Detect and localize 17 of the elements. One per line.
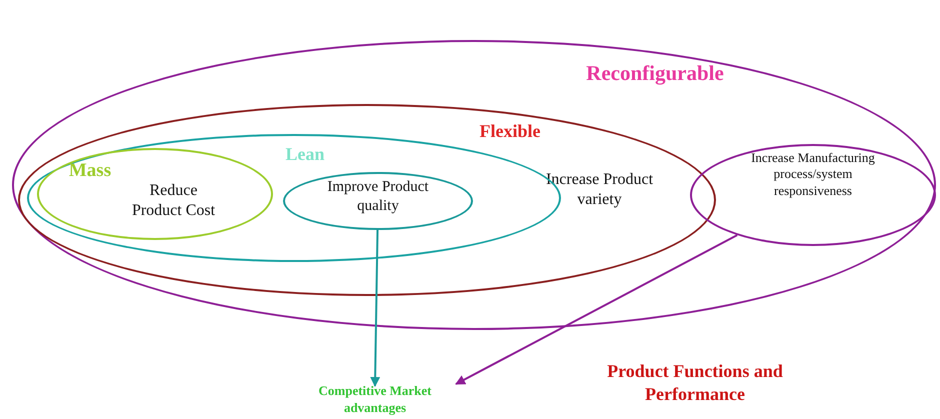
description-text: Increase Manufacturing process/system responsiveness xyxy=(750,150,876,199)
category-title: Flexible xyxy=(478,120,542,142)
caption-text: Competitive Market advantages xyxy=(297,383,453,419)
arrow xyxy=(370,230,380,387)
ellipse-region xyxy=(690,144,936,246)
note-text: Product Functions and Performance xyxy=(606,360,784,405)
description-text: Increase Product variety xyxy=(544,170,654,210)
ellipse-region xyxy=(12,40,936,330)
ellipse-region xyxy=(37,148,273,240)
description-text: Improve Product quality xyxy=(326,178,430,216)
description-text: Reduce Product Cost xyxy=(130,181,216,221)
arrow xyxy=(455,234,738,385)
category-title: Reconfigurable xyxy=(585,60,725,86)
category-title: Lean xyxy=(284,143,326,166)
category-title: Mass xyxy=(68,159,112,183)
ellipse-region xyxy=(18,104,716,296)
ellipse-region xyxy=(283,172,473,230)
